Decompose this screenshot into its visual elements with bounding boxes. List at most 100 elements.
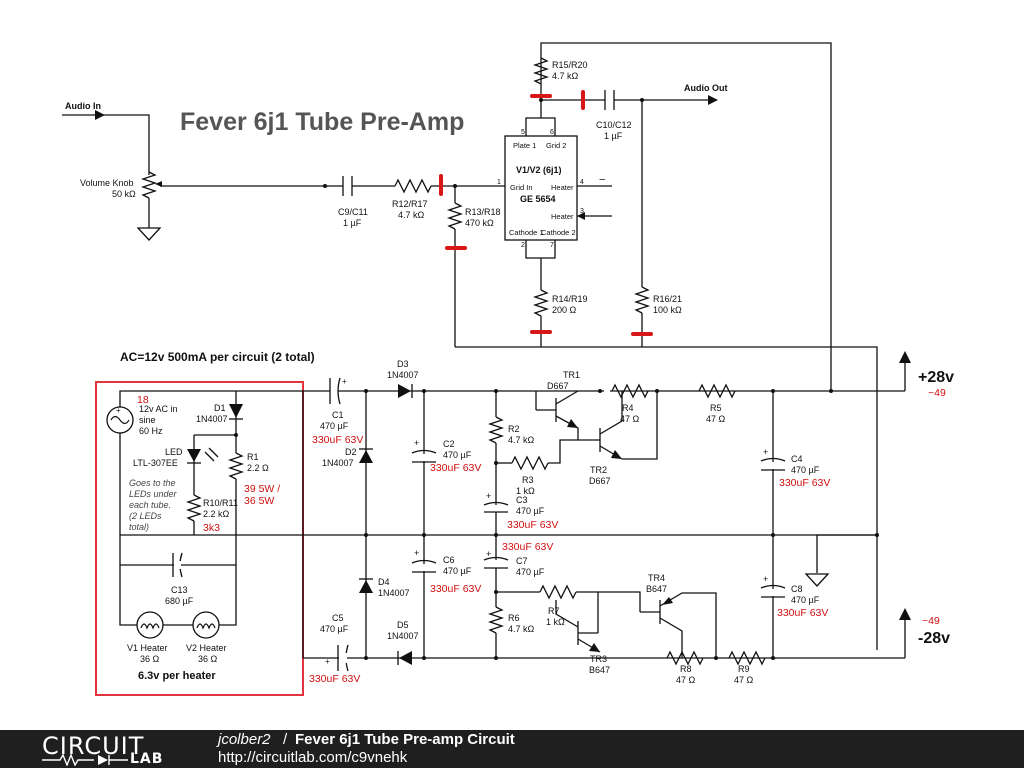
source-line: sine: [139, 415, 156, 425]
d4-value: 1N4007: [378, 588, 410, 598]
heater-note: 6.3v per heater: [138, 670, 216, 682]
rail-negative-note: ~49: [922, 615, 940, 627]
author-link[interactable]: jcolber2: [218, 731, 271, 748]
c1-note: 330uF 63V: [312, 434, 363, 446]
r13-resistor: [446, 202, 464, 230]
svg-text:+: +: [325, 657, 330, 666]
r2-value: 4.7 kΩ: [508, 435, 535, 445]
r15-name: R15/R20: [552, 60, 588, 70]
audio-out-label: Audio Out: [684, 83, 728, 93]
c4-note: 330uF 63V: [779, 477, 830, 489]
led-note: total): [129, 522, 149, 532]
d4-diode: [359, 578, 373, 593]
c5-name: C5: [332, 613, 344, 623]
circuit-url-link[interactable]: http://circuitlab.com/c9vnehk: [218, 749, 408, 766]
tube-plate-label: Plate 1: [513, 141, 536, 150]
c3-note: 330uF 63V: [507, 519, 558, 531]
r5-resistor: [698, 383, 736, 399]
r13-name: R13/R18: [465, 207, 501, 217]
tr1-transistor: [536, 390, 579, 440]
c5-note: 330uF 63V: [309, 673, 360, 685]
r10-name: R10/R11: [203, 498, 238, 508]
d1-name: D1: [214, 403, 226, 413]
r4-value: 47 Ω: [620, 414, 640, 424]
r10-value: 2.2 kΩ: [203, 509, 230, 519]
r6-value: 4.7 kΩ: [508, 624, 535, 634]
r14-value: 200 Ω: [552, 305, 577, 315]
source-line: 60 Hz: [139, 426, 163, 436]
r16-value: 100 kΩ: [653, 305, 682, 315]
v1-heater-value: 36 Ω: [140, 654, 160, 664]
r7-name: R7: [548, 606, 560, 616]
r9-resistor: [728, 650, 766, 666]
audio-in-label: Audio In: [65, 101, 101, 111]
tr2-value: D667: [589, 476, 611, 486]
c1-name: C1: [332, 410, 344, 420]
c7-value: 470 µF: [516, 567, 545, 577]
d1-diode: [229, 404, 243, 420]
rail-positive: +28v: [918, 369, 954, 386]
r5-name: R5: [710, 403, 722, 413]
tr1-value: D667: [547, 381, 569, 391]
r12-name: R12/R17: [392, 199, 428, 209]
c6-value: 470 µF: [443, 566, 472, 576]
d3-name: D3: [397, 359, 409, 369]
tube-heater-label: Heater: [551, 183, 574, 192]
r14-name: R14/R19: [552, 294, 588, 304]
c2-value: 470 µF: [443, 450, 472, 460]
r8-resistor: [666, 650, 704, 666]
c13-name: C13: [171, 585, 188, 595]
r6-name: R6: [508, 613, 520, 623]
circuit-title: Fever 6j1 Tube Pre-amp Circuit: [295, 731, 515, 748]
ground-icon: [804, 573, 830, 587]
v2-heater-lamp: [192, 611, 220, 639]
rail-negative-arrow: [899, 608, 911, 620]
d3-value: 1N4007: [387, 370, 419, 380]
v2-heater-value: 36 Ω: [198, 654, 218, 664]
r10-resistor: [185, 494, 203, 522]
tube-grid-in-label: Grid In: [510, 183, 533, 192]
svg-text:+: +: [116, 406, 121, 415]
svg-text:+: +: [342, 377, 347, 386]
r14-resistor: [532, 289, 550, 317]
rail-positive-note: ~49: [928, 387, 946, 399]
audio-in-port: [62, 110, 150, 175]
pin-number: 7: [550, 242, 554, 249]
tr4-transistor: [640, 592, 717, 658]
d4-name: D4: [378, 577, 390, 587]
tr2-name: TR2: [590, 465, 607, 475]
volume-knob-name: Volume Knob: [80, 178, 134, 188]
pin-number: 5: [521, 129, 525, 136]
rail-positive-arrow: [899, 351, 911, 363]
r5-value: 47 Ω: [706, 414, 726, 424]
pin-number: 6: [550, 129, 554, 136]
c6-capacitor: [411, 559, 437, 573]
r1-note: 36 5W: [244, 495, 274, 507]
r2-resistor: [487, 416, 505, 444]
r7-value: 1 kΩ: [546, 617, 565, 627]
tr4-name: TR4: [648, 573, 665, 583]
svg-text:+: +: [763, 447, 768, 457]
led-name: LED: [165, 447, 183, 457]
footer-separator: /: [283, 731, 288, 748]
c10-value: 1 µF: [604, 131, 623, 141]
c4-name: C4: [791, 454, 803, 464]
r6-resistor: [487, 606, 505, 634]
r15-value: 4.7 kΩ: [552, 71, 579, 81]
c7-name: C7: [516, 556, 528, 566]
d2-name: D2: [345, 447, 357, 457]
r8-value: 47 Ω: [676, 675, 696, 685]
c9-name: C9/C11: [338, 207, 368, 217]
tr3-value: B647: [589, 665, 610, 675]
brand-wave-icon: [42, 754, 128, 766]
volume-knob-value: 50 kΩ: [112, 189, 136, 199]
v2-heater-name: V2 Heater: [186, 643, 227, 653]
r3-resistor: [511, 455, 549, 471]
audio-out-arrow: [708, 95, 718, 105]
source-number: 18: [137, 394, 149, 406]
tr3-name: TR3: [590, 654, 607, 664]
heater-minus: −: [599, 174, 605, 186]
tr2-transistor: [580, 391, 623, 460]
r10-note: 3k3: [203, 522, 220, 534]
c4-capacitor: [760, 457, 786, 471]
